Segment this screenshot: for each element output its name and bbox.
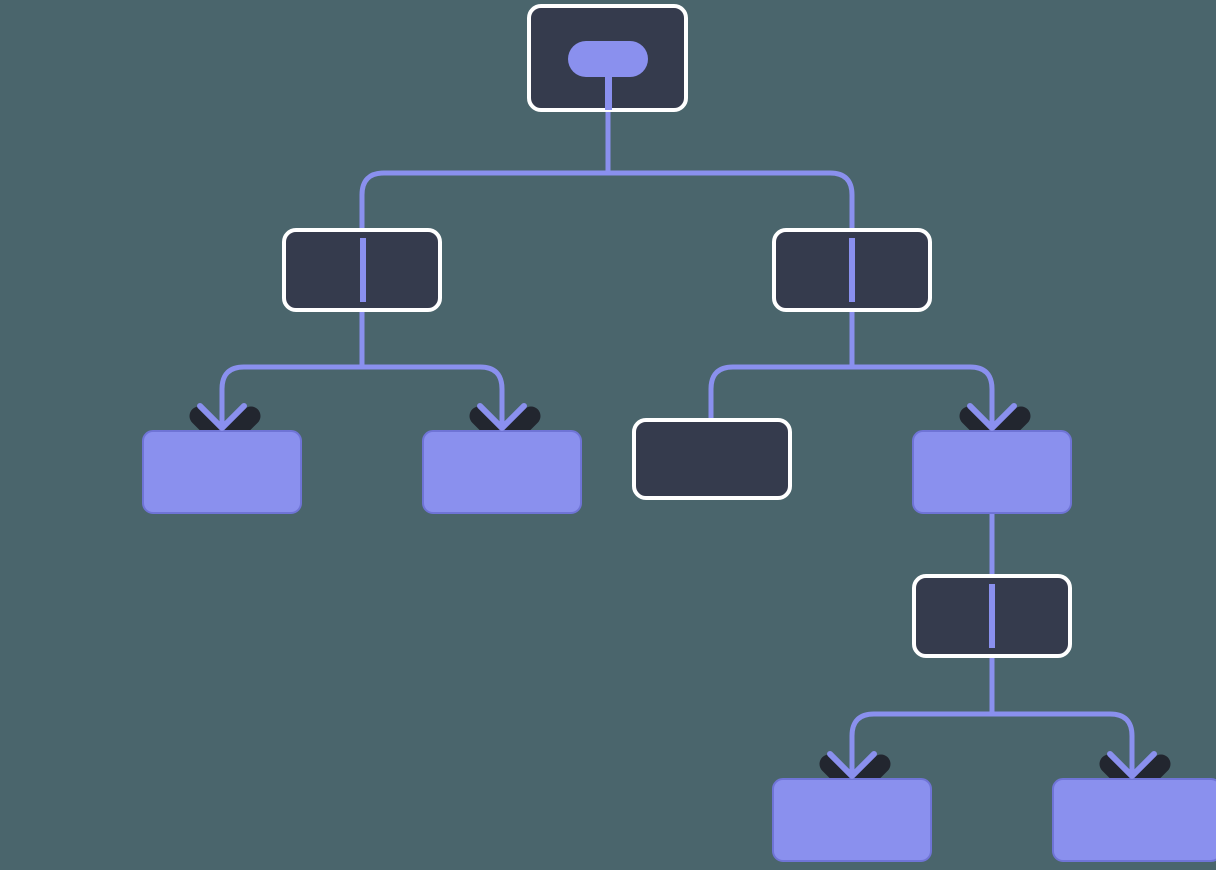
node-n0-pill-icon (568, 41, 648, 77)
edge-n1-to-n3 (219, 309, 365, 433)
arrowhead-layer (197, 403, 1157, 779)
node-n0-stem (605, 60, 612, 110)
node-n2-passthrough-line (849, 238, 855, 302)
edge-n0-to-n1 (359, 109, 611, 231)
node-inner-decoration-layer (360, 41, 995, 648)
edge-n0-to-n2 (605, 109, 855, 231)
node-n6-branch[interactable] (912, 430, 1072, 514)
edge-n7-to-n9 (989, 655, 1135, 781)
edges-layer (219, 109, 1135, 781)
edge-n2-to-n6 (849, 309, 995, 433)
arrowhead-e7 (827, 751, 877, 779)
edge-n1-to-n4 (359, 309, 505, 433)
node-n5-leaf[interactable] (632, 418, 792, 500)
arrowhead-e8 (1107, 751, 1157, 779)
node-n4-leaf[interactable] (422, 430, 582, 514)
nodes-layer (142, 4, 1216, 862)
node-n8-leaf[interactable] (772, 778, 932, 862)
edge-n7-to-n8 (849, 655, 995, 781)
edge-n2-to-n5 (708, 309, 855, 421)
arrowhead-e3 (477, 403, 527, 431)
arrowhead-e5 (967, 403, 1017, 431)
node-n9-leaf[interactable] (1052, 778, 1216, 862)
arrowhead-e2 (197, 403, 247, 431)
node-n1-passthrough-line (360, 238, 366, 302)
node-n3-leaf[interactable] (142, 430, 302, 514)
node-n7-passthrough-line (989, 584, 995, 648)
